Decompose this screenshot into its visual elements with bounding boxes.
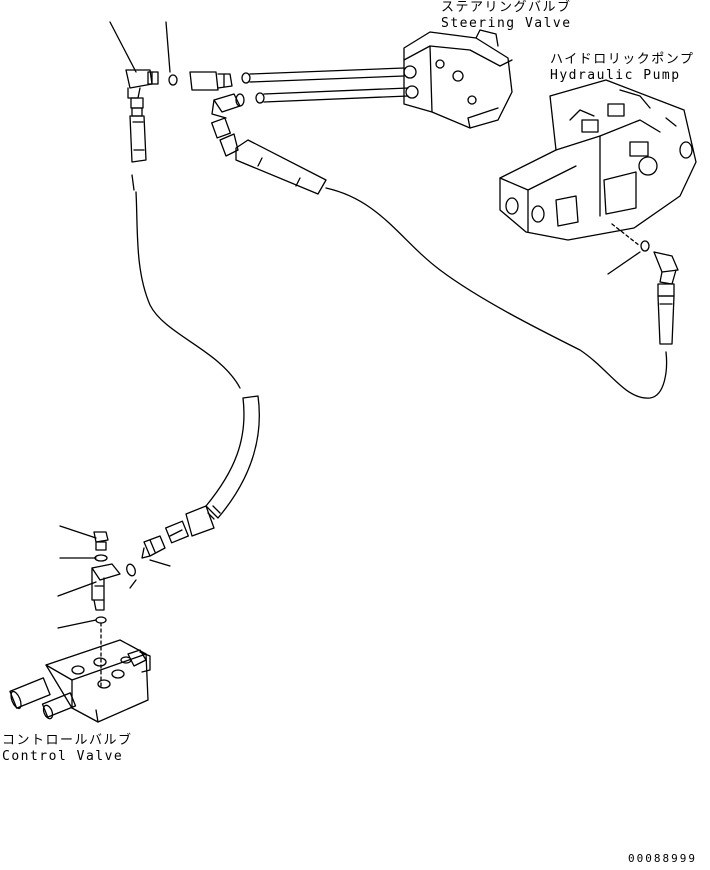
leader-lines-top [109,21,171,73]
adapter-control [141,535,166,559]
leader-pump [607,251,641,275]
label-control-valve-jp: コントロールバルブ [2,733,133,748]
hose-to-pump-thick [235,139,327,195]
hose-lower-section [205,395,260,520]
hose-fitting-control [165,505,215,544]
label-control-valve-en: Control Valve [2,749,124,764]
fitting-steering-upper [189,71,233,91]
steering-pipes [249,67,409,103]
drawing-number: 00088999 [628,852,697,865]
label-steering-valve: ステアリングバルブ Steering Valve [441,0,572,32]
fitting-steering-lower [211,93,245,119]
hose-end-steering [211,117,239,157]
plug [93,531,109,551]
hydraulic-pump-body [499,79,697,247]
label-control-valve: コントロールバルブ Control Valve [2,733,133,765]
o-ring-control [126,563,136,577]
washer-2 [95,616,107,624]
label-steering-valve-jp: ステアリングバルブ [441,0,572,15]
label-hydraulic-pump-en: Hydraulic Pump [550,68,681,83]
o-ring-steering-upper [241,72,251,84]
leader-lines-left [57,525,97,629]
tee-fitting [91,563,121,611]
o-ring-steering-lower [255,92,265,104]
hose-to-pump [325,187,668,399]
o-ring-top-left [168,74,178,86]
label-hydraulic-pump-jp: ハイドロリックポンプ [550,52,695,67]
hose-end-pump [657,283,675,345]
label-hydraulic-pump: ハイドロリックポンプ Hydraulic Pump [550,52,694,84]
elbow-fitting-pump [653,251,679,285]
o-ring-pump [640,240,650,252]
control-valve-body [9,639,151,723]
hose-steering-to-control [135,191,241,389]
leader-adapter [149,559,171,567]
label-steering-valve-en: Steering Valve [441,16,572,31]
washer [94,554,108,562]
steering-valve-body [403,29,513,129]
hose-end-top-left [129,97,147,191]
leader-o-ring [129,579,137,589]
elbow-fitting-top-left [125,69,159,99]
